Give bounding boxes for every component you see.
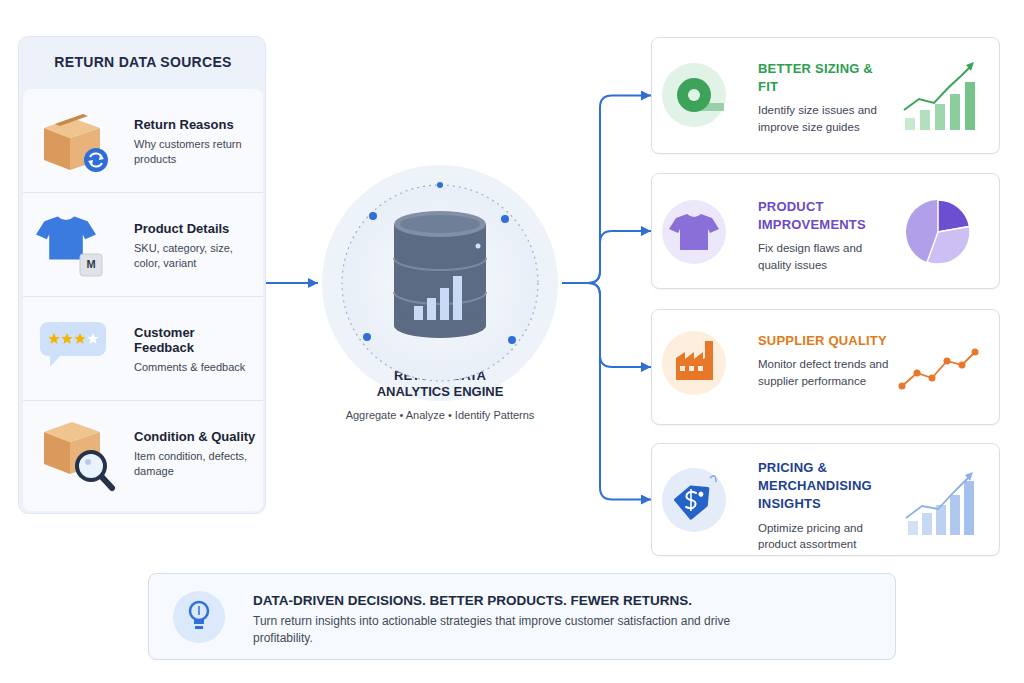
text-group: Customer FeedbackComments & feedback [134, 325, 256, 375]
size-tag-letter: M [80, 258, 102, 270]
circle-fill [322, 165, 558, 401]
outcome-card: SUPPLIER QUALITY Monitor defect trends an… [651, 309, 1000, 425]
item-description: Why customers return products [134, 137, 256, 167]
text-group: Return ReasonsWhy customers return produ… [134, 117, 256, 167]
item-description: Comments & feedback [134, 360, 256, 375]
source-panel: RETURN DATA SOURCES Return ReasonsWhy cus… [18, 36, 266, 514]
summary-banner: DATA-DRIVEN DECISIONS. BETTER PRODUCTS. … [148, 573, 896, 660]
card-description: Monitor defect trends and supplier perfo… [758, 356, 890, 389]
text-group: RETURN DATA ANALYTICS ENGINEAggregate • … [360, 368, 520, 421]
card-description: Identify size issues and improve size gu… [758, 102, 890, 135]
item-heading: Customer Feedback [134, 325, 256, 355]
source-item: Customer FeedbackComments & feedback [23, 297, 263, 401]
flow-arrow [562, 283, 651, 500]
engine-title: RETURN DATA ANALYTICS ENGINE [360, 368, 520, 401]
source-item: Product DetailsSKU, category, size, colo… [23, 193, 263, 297]
text-group: Condition & QualityItem condition, defec… [134, 429, 256, 479]
source-item: Return ReasonsWhy customers return produ… [23, 89, 263, 193]
text-group: DATA-DRIVEN DECISIONS. BETTER PRODUCTS. … [253, 593, 773, 648]
panel-title: RETURN DATA SOURCES [19, 54, 267, 70]
item-description: Item condition, defects, damage [134, 449, 256, 479]
text-group: PRODUCT IMPROVEMENTS Fix design flaws and… [758, 198, 890, 274]
card-heading: PRODUCT IMPROVEMENTS [758, 198, 890, 234]
item-heading: Condition & Quality [134, 429, 256, 444]
text-group: Product DetailsSKU, category, size, colo… [134, 221, 256, 271]
text-group: BETTER SIZING & FIT Identify size issues … [758, 60, 890, 136]
engine-subtitle: Aggregate • Analyze • Identify Patterns [318, 409, 562, 421]
engine-circle: RETURN DATA ANALYTICS ENGINE Aggregate • … [318, 165, 562, 430]
text-group: PRICING & MERCHANDISING INSIGHTS Optimize… [758, 459, 898, 553]
item-heading: Product Details [134, 221, 256, 236]
outcome-card: PRICING & MERCHANDISING INSIGHTS Optimize… [651, 443, 1000, 556]
outcome-card: PRODUCT IMPROVEMENTS Fix design flaws and… [651, 173, 1000, 289]
item-description: SKU, category, size, color, variant [134, 241, 256, 271]
flow-arrow [562, 283, 651, 367]
card-heading: PRICING & MERCHANDISING INSIGHTS [758, 459, 898, 514]
flow-arrow [562, 96, 651, 284]
text-group: RETURN DATA SOURCES [19, 54, 267, 70]
card-heading: SUPPLIER QUALITY [758, 332, 890, 350]
item-heading: Return Reasons [134, 117, 256, 132]
banner-heading: DATA-DRIVEN DECISIONS. BETTER PRODUCTS. … [253, 593, 773, 608]
card-description: Optimize pricing and product assortment [758, 520, 898, 553]
source-item: Condition & QualityItem condition, defec… [23, 401, 263, 511]
flow-arrow [266, 282, 318, 284]
flow-arrow [562, 231, 651, 283]
text-group: SUPPLIER QUALITY Monitor defect trends an… [758, 332, 890, 390]
banner-text: Turn return insights into actionable str… [253, 613, 773, 648]
card-heading: BETTER SIZING & FIT [758, 60, 890, 96]
outcome-card: BETTER SIZING & FIT Identify size issues … [651, 37, 1000, 154]
card-description: Fix design flaws and quality issues [758, 240, 890, 273]
